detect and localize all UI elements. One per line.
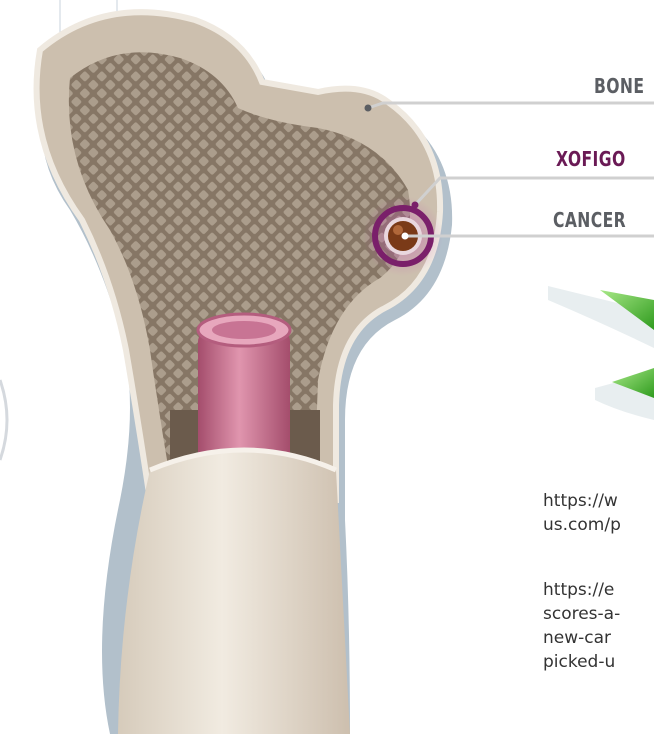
- xofigo-leader-dot: [412, 202, 419, 209]
- cancer-leader-dot: [402, 233, 409, 240]
- bone-shaft: [118, 450, 350, 734]
- tube-opening: [212, 321, 276, 339]
- bone-leader-line: [368, 103, 654, 108]
- green-arrow-icon: [548, 286, 654, 348]
- xofigo-label: XOFIGO: [556, 147, 626, 171]
- green-arrow-icon: [595, 368, 654, 420]
- source-link-2[interactable]: https://e scores-a- new-car picked-u: [543, 578, 654, 674]
- edge-arc: [0, 380, 7, 460]
- bone-label: BONE: [594, 74, 644, 98]
- bone-leader-dot: [365, 105, 372, 112]
- cancer-label: CANCER: [553, 208, 626, 232]
- cancer-highlight: [393, 225, 403, 235]
- source-link-1[interactable]: https://w us.com/p: [543, 489, 654, 537]
